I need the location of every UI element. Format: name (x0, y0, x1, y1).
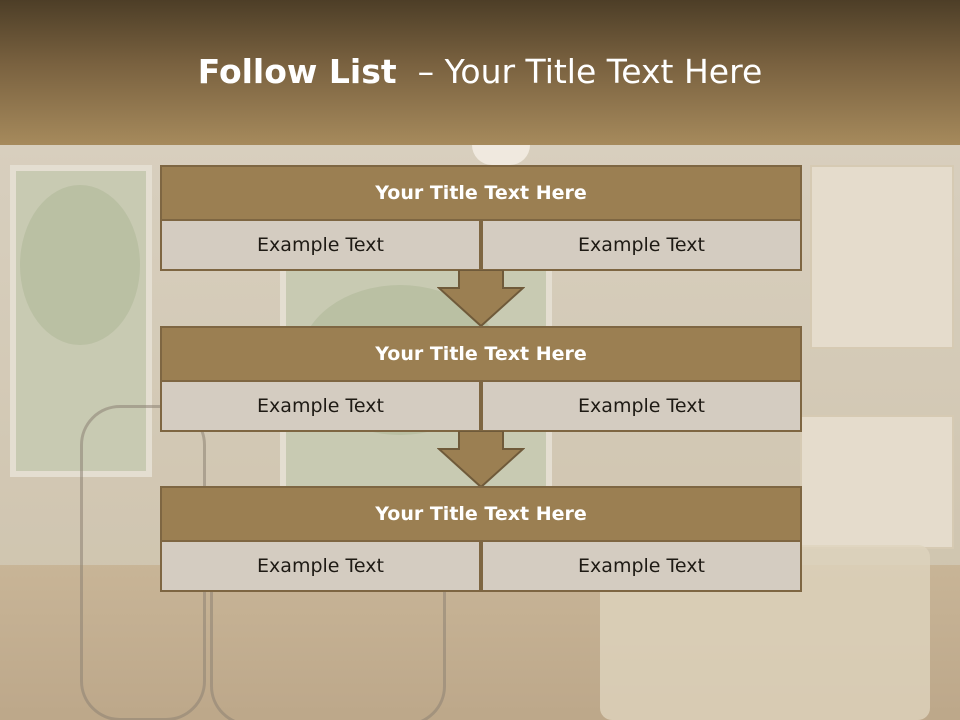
step-1-left-text: Example Text (160, 221, 481, 271)
step-1-right-text: Example Text (481, 221, 802, 271)
step-2-row: Example Text Example Text (160, 382, 802, 432)
step-1-row: Example Text Example Text (160, 221, 802, 271)
slide-title-bold: Follow List (197, 52, 397, 91)
down-arrow-1 (437, 270, 525, 328)
lower-cabinet (800, 415, 954, 549)
step-1-title: Your Title Text Here (160, 165, 802, 221)
step-3-right-text: Example Text (481, 542, 802, 592)
title-bar: Follow List – Your Title Text Here (0, 0, 960, 145)
step-3-left-text: Example Text (160, 542, 481, 592)
step-1: Your Title Text Here Example Text Exampl… (160, 165, 802, 271)
slide-title: Follow List – Your Title Text Here (0, 52, 960, 91)
slide-title-rest: – Your Title Text Here (396, 52, 763, 91)
step-3-row: Example Text Example Text (160, 542, 802, 592)
ceiling-lamp (472, 145, 530, 165)
step-2-right-text: Example Text (481, 382, 802, 432)
step-2-left-text: Example Text (160, 382, 481, 432)
step-2: Your Title Text Here Example Text Exampl… (160, 326, 802, 432)
step-3: Your Title Text Here Example Text Exampl… (160, 486, 802, 592)
tree-foliage (20, 185, 140, 345)
step-2-title: Your Title Text Here (160, 326, 802, 382)
upper-cabinet (810, 165, 954, 349)
down-arrow-2 (437, 431, 525, 489)
step-3-title: Your Title Text Here (160, 486, 802, 542)
